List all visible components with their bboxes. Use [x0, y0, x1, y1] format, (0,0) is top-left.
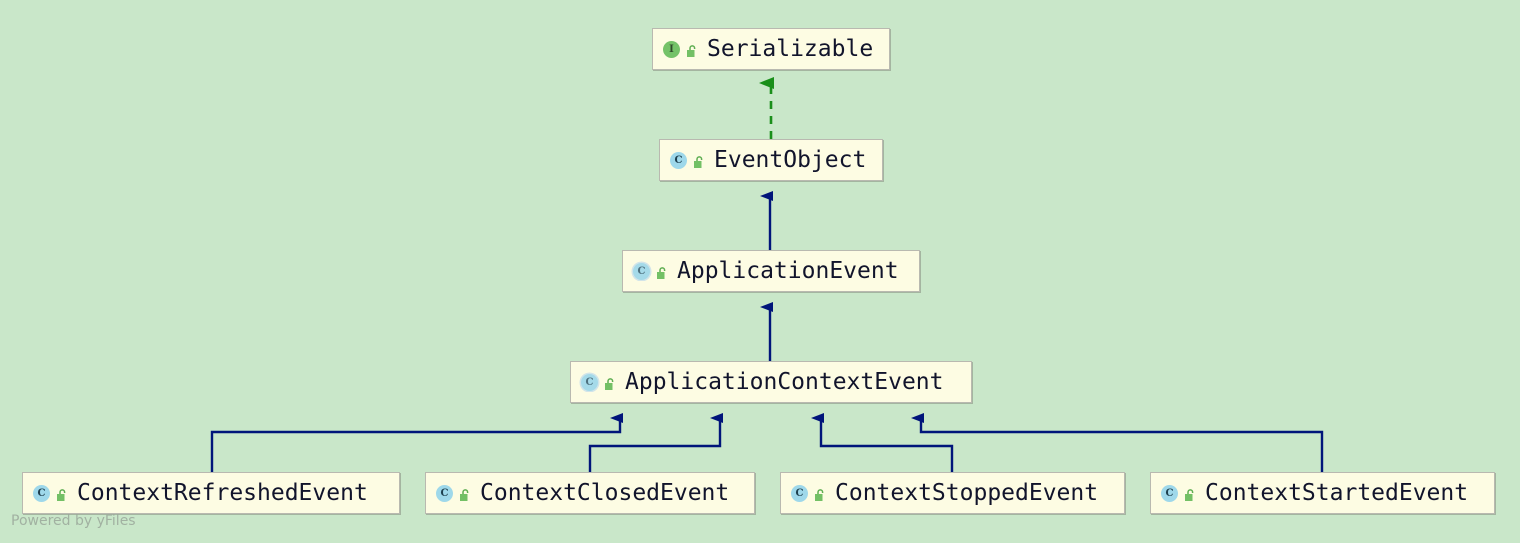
- node-icons: C: [33, 484, 68, 502]
- node-label: EventObject: [714, 146, 867, 173]
- public-unlock-icon: [693, 154, 705, 168]
- public-unlock-icon: [656, 265, 668, 279]
- node-contextrefreshedevent[interactable]: C ContextRefreshedEvent: [22, 472, 400, 514]
- node-contextstartedevent[interactable]: C ContextStartedEvent: [1150, 472, 1495, 514]
- node-serializable[interactable]: I Serializable: [652, 28, 890, 70]
- edge-contextstartedevent-extends-applicationcontextevent: [911, 413, 1324, 472]
- node-label: ApplicationContextEvent: [625, 368, 944, 395]
- node-icons: I: [663, 40, 698, 58]
- yfiles-watermark: Powered by yFiles: [11, 513, 136, 529]
- public-unlock-icon: [459, 487, 471, 501]
- public-unlock-icon: [604, 376, 616, 390]
- public-unlock-icon: [814, 487, 826, 501]
- class-icon: C: [33, 484, 50, 502]
- class-icon: C: [1161, 484, 1178, 502]
- public-unlock-icon: [686, 43, 698, 57]
- public-unlock-icon: [1184, 487, 1196, 501]
- node-contextstoppedevent[interactable]: C ContextStoppedEvent: [780, 472, 1125, 514]
- edge-contextclosedevent-extends-applicationcontextevent: [588, 413, 723, 472]
- node-eventobject[interactable]: C EventObject: [659, 139, 883, 181]
- abstract-class-icon: C: [581, 373, 598, 391]
- class-icon: C: [436, 484, 453, 502]
- node-contextclosedevent[interactable]: C ContextClosedEvent: [425, 472, 755, 514]
- node-icons: C: [1161, 484, 1196, 502]
- abstract-class-icon: C: [633, 262, 650, 280]
- class-icon: C: [670, 151, 687, 169]
- node-label: ContextRefreshedEvent: [77, 479, 368, 506]
- node-applicationevent[interactable]: C ApplicationEvent: [622, 250, 920, 292]
- node-label: ContextClosedEvent: [480, 479, 730, 506]
- public-unlock-icon: [56, 487, 68, 501]
- node-icons: C: [670, 151, 705, 169]
- edge-contextstoppedevent-extends-applicationcontextevent: [811, 413, 954, 472]
- node-icons: C: [791, 484, 826, 502]
- node-icons: C: [581, 373, 616, 391]
- node-icons: C: [436, 484, 471, 502]
- interface-icon: I: [663, 40, 680, 58]
- edge-contextrefreshedevent-extends-applicationcontextevent: [210, 413, 623, 472]
- node-label: ApplicationEvent: [677, 257, 899, 284]
- node-icons: C: [633, 262, 668, 280]
- node-label: ContextStoppedEvent: [835, 479, 1099, 506]
- node-label: Serializable: [707, 35, 874, 62]
- node-applicationcontextevent[interactable]: C ApplicationContextEvent: [570, 361, 972, 403]
- class-icon: C: [791, 484, 808, 502]
- node-label: ContextStartedEvent: [1205, 479, 1469, 506]
